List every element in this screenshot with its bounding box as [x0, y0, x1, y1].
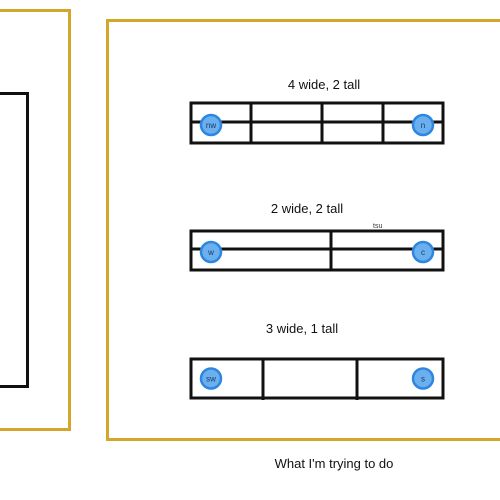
marker-n-icon	[411, 113, 435, 137]
layout-label-4x2: 4 wide, 2 tall	[287, 77, 361, 92]
caption: What I'm trying to do	[274, 456, 394, 471]
layout-label-3x1: 3 wide, 1 tall	[265, 321, 339, 336]
marker-label-c: c	[421, 248, 425, 257]
marker-nw-icon	[199, 113, 223, 137]
marker-label-n: n	[421, 121, 425, 130]
marker-c-icon	[411, 240, 435, 264]
marker-sw-icon	[199, 367, 223, 390]
marker-label-sw: sw	[206, 375, 216, 384]
layout-label-2x2: 2 wide, 2 tall	[270, 201, 344, 216]
marker-label-s: s	[421, 375, 425, 384]
left-panel	[0, 9, 71, 431]
marker-label-nw: nw	[206, 121, 216, 130]
grid-outline-2	[189, 357, 445, 400]
right-panel	[106, 19, 500, 441]
stray-mark: tsu	[373, 223, 383, 230]
marker-label-w: w	[207, 248, 214, 257]
left-outline-rect	[0, 92, 29, 388]
marker-w-icon	[199, 240, 223, 264]
marker-s-icon	[411, 367, 435, 390]
